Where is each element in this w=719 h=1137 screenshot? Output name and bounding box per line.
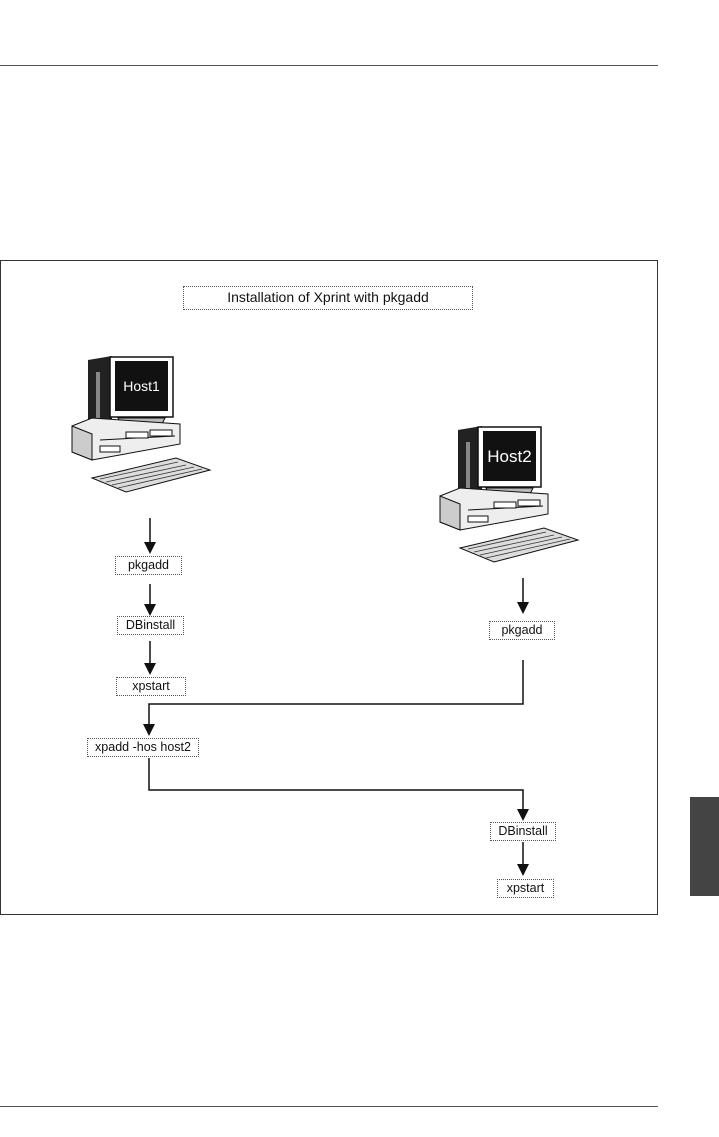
footer-rule — [0, 1106, 658, 1107]
step-host2-xpstart: xpstart — [497, 879, 554, 898]
connector-pkgadd-to-xpadd — [143, 660, 524, 736]
step-host2-pkgadd: pkgadd — [489, 621, 555, 640]
host1-computer-icon — [71, 356, 212, 493]
step-host1-xpstart: xpstart — [116, 677, 186, 696]
host1-label: Host1 — [123, 378, 160, 394]
connector-xpadd-to-dbinstall — [148, 758, 529, 821]
step-host1-dbinstall: DBinstall — [117, 616, 184, 635]
figure-title: Installation of Xprint with pkgadd — [183, 286, 473, 310]
chapter-tab — [690, 797, 719, 896]
host2-label: Host2 — [487, 447, 532, 466]
header-rule — [0, 65, 658, 66]
host2-computer-icon — [439, 426, 580, 563]
figure-frame — [0, 260, 658, 915]
step-host1-pkgadd: pkgadd — [115, 556, 182, 575]
step-xpadd: xpadd -hos host2 — [87, 738, 199, 757]
step-host2-dbinstall: DBinstall — [490, 822, 556, 841]
